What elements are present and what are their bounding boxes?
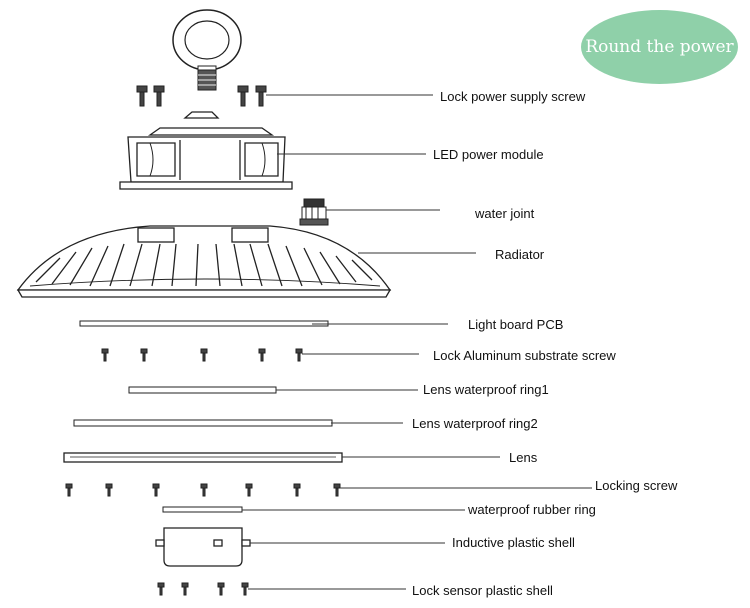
round-the-power-badge: Round the power bbox=[581, 10, 738, 84]
label-radiator: Radiator bbox=[495, 247, 545, 262]
label-lock-aluminum-substrate-screw: Lock Aluminum substrate screw bbox=[433, 348, 616, 363]
substrate-screws bbox=[101, 348, 303, 362]
lens-drawing bbox=[63, 452, 343, 463]
pcb-drawing bbox=[79, 320, 329, 327]
label-light-board-pcb: Light board PCB bbox=[468, 317, 564, 332]
label-locking-screw: Locking screw bbox=[595, 478, 678, 493]
leader-lines bbox=[242, 94, 592, 590]
badge-text: Round the power bbox=[585, 37, 734, 57]
label-inductive-plastic-shell: Inductive plastic shell bbox=[452, 535, 575, 550]
label-waterproof-rubber-ring: waterproof rubber ring bbox=[468, 502, 596, 517]
label-water-joint: water joint bbox=[475, 206, 535, 221]
inductive-shell-drawing bbox=[155, 527, 251, 567]
label-lens-waterproof-ring2: Lens waterproof ring2 bbox=[412, 416, 538, 431]
ring1-drawing bbox=[128, 386, 277, 394]
power-supply-screws bbox=[136, 85, 267, 107]
radiator-drawing bbox=[16, 225, 392, 298]
ring2-drawing bbox=[73, 419, 333, 427]
label-lens: Lens bbox=[509, 450, 538, 465]
label-lock-power-supply-screw: Lock power supply screw bbox=[440, 89, 586, 104]
label-lens-waterproof-ring1: Lens waterproof ring1 bbox=[423, 382, 549, 397]
label-lock-sensor-plastic-shell: Lock sensor plastic shell bbox=[412, 583, 553, 598]
water-joint-drawing bbox=[299, 198, 329, 226]
locking-screws bbox=[65, 483, 341, 497]
eye-bolt bbox=[172, 9, 242, 91]
sensor-shell-screws bbox=[157, 582, 249, 596]
led-power-module-drawing bbox=[119, 111, 293, 190]
label-led-power-module: LED power module bbox=[433, 147, 544, 162]
rubber-ring-drawing bbox=[162, 506, 243, 513]
